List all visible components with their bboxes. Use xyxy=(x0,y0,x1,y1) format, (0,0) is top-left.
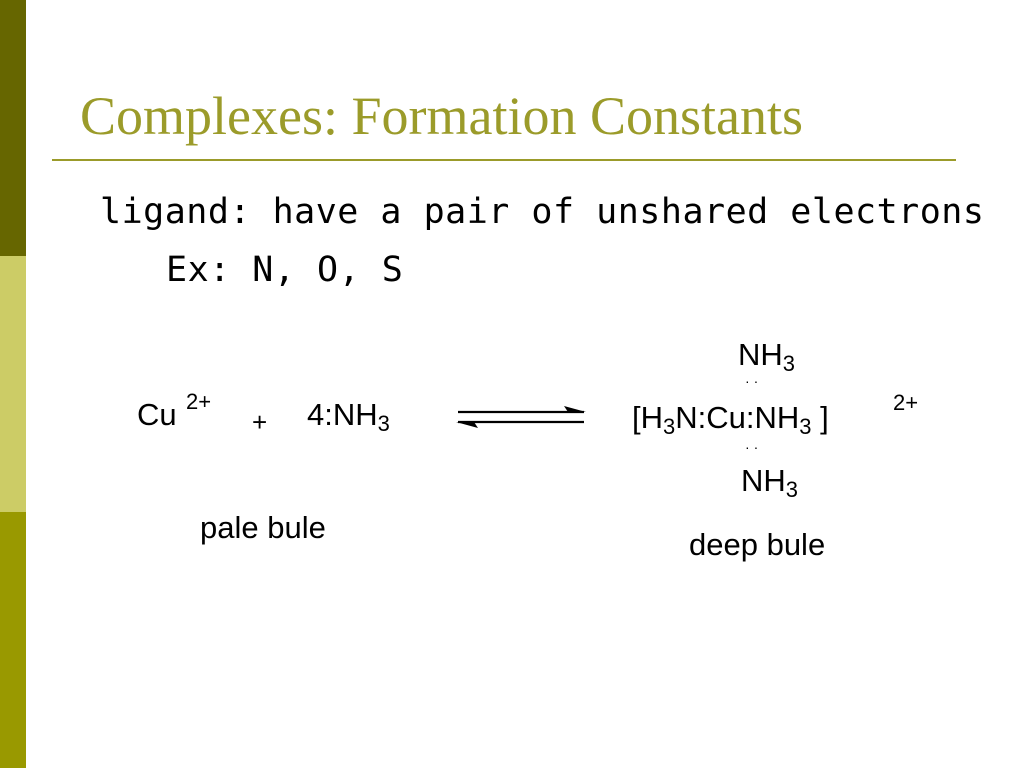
reactant-copper-ion: Cu xyxy=(137,397,177,433)
product-complex-formula: [H3N:Cu:NH3 ] xyxy=(632,400,829,439)
product-color-label: deep bule xyxy=(689,527,826,562)
plus-sign: + xyxy=(252,407,268,437)
side-bar-top xyxy=(0,0,26,256)
slide-title: Complexes: Formation Constants xyxy=(80,86,803,146)
copper-symbol: Cu xyxy=(137,397,177,432)
reactant-copper-charge: 2+ xyxy=(186,389,212,414)
side-bar-bottom xyxy=(0,512,26,768)
product-open-bracket: [H xyxy=(632,400,663,435)
ammonia-subscript: 3 xyxy=(377,411,390,436)
bottom-ligand-subscript: 3 xyxy=(785,477,799,502)
product-core: N:Cu:NH xyxy=(675,400,800,435)
ligand-definition-text: ligand: have a pair of unshared electron… xyxy=(100,192,985,232)
title-underline xyxy=(52,159,956,161)
product-h-subscript: 3 xyxy=(663,414,676,439)
top-ligand-formula: NH xyxy=(738,337,783,372)
top-electron-pair: ·· xyxy=(745,373,763,389)
bottom-ligand-formula: NH xyxy=(741,463,786,498)
bottom-ammonia-ligand: NH3 xyxy=(741,463,799,502)
top-ligand-subscript: 3 xyxy=(782,351,796,376)
bottom-electron-pair: ·· xyxy=(745,439,763,455)
ligand-example-text: Ex: N, O, S xyxy=(166,250,404,290)
reactant-ammonia: 4:NH3 xyxy=(307,397,390,436)
product-close-bracket: ] xyxy=(811,400,829,435)
equilibrium-arrow-icon xyxy=(456,406,586,428)
ammonia-formula: 4:NH xyxy=(307,397,378,432)
top-ammonia-ligand: NH3 xyxy=(738,337,796,376)
side-bar-middle xyxy=(0,256,26,512)
reactant-color-label: pale bule xyxy=(200,510,326,545)
product-charge: 2+ xyxy=(893,390,919,415)
product-nh-subscript: 3 xyxy=(799,414,812,439)
